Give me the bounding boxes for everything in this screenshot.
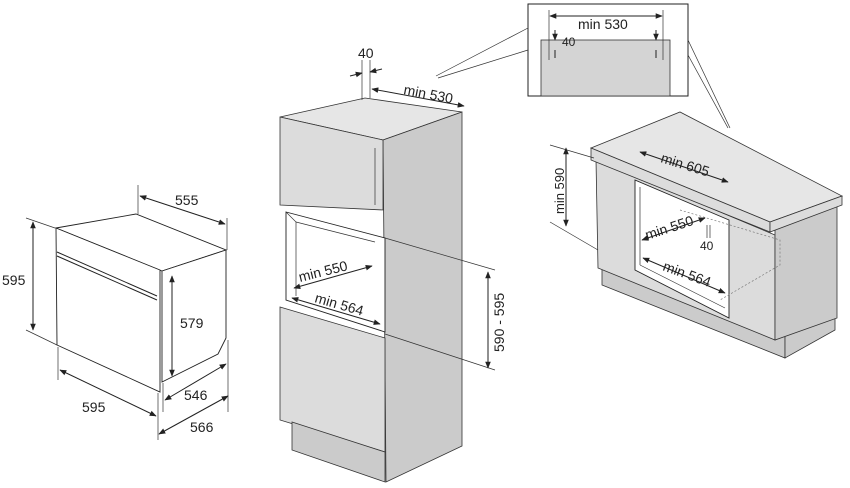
under-counter-drawing <box>549 111 843 359</box>
oven-width-label: 595 <box>82 399 106 415</box>
uc-gap-label: 40 <box>700 239 714 253</box>
detail-gap-label: 40 <box>562 35 576 49</box>
oven-height-label: 595 <box>2 272 26 288</box>
tall-gap-label: 40 <box>358 45 374 61</box>
detail-width-label: min 530 <box>578 16 628 32</box>
detail-inset: min 530 40 <box>435 3 731 129</box>
oven-depth-label: 555 <box>175 192 199 208</box>
uc-height-label: min 590 <box>552 168 567 214</box>
tall-top-depth-label: min 530 <box>402 81 454 106</box>
oven-inner-height-label: 579 <box>180 315 204 331</box>
oven-drawing <box>25 185 229 440</box>
tall-unit-drawing <box>279 60 496 483</box>
oven-total-depth-label: 566 <box>190 419 214 435</box>
tall-niche-height-label: 590 - 595 <box>491 293 507 352</box>
oven-body-depth-label: 546 <box>184 387 208 403</box>
oven-dimensions: 555 595 579 595 546 566 <box>2 192 229 435</box>
